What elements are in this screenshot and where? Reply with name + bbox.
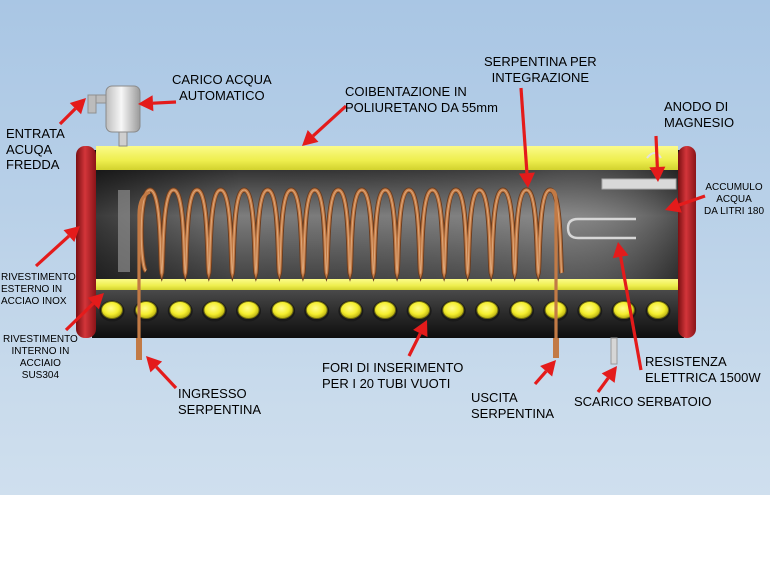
tube-hole (99, 300, 125, 322)
arrow-resistenza (612, 242, 643, 371)
inner-lining-strip (118, 190, 130, 272)
arrow-riv-esterno (34, 226, 80, 268)
left-end-cap (76, 146, 96, 338)
tube-hole (474, 300, 500, 322)
tube-hole (270, 300, 296, 322)
tube-hole (440, 300, 466, 322)
coil-inlet-pipe (136, 338, 142, 360)
tube-hole (304, 300, 330, 322)
arrow-serpentina-integrazione (518, 87, 535, 188)
heating-coil (137, 187, 565, 338)
arrow-riv-interno (64, 293, 104, 332)
inlet-pipe-vertical (87, 94, 97, 114)
arrow-ingresso (146, 356, 178, 390)
magnesium-anode (601, 178, 677, 190)
tube-hole (372, 300, 398, 322)
arrow-accumulo (665, 194, 706, 213)
arrow-carico (138, 95, 177, 112)
callout-arrows (34, 87, 706, 393)
tube-hole (645, 300, 671, 322)
arrow-coibentazione (302, 104, 348, 146)
tube-hole (577, 300, 603, 322)
label-scarico: SCARICO SERBATOIO (574, 394, 712, 409)
tube-hole (167, 300, 193, 322)
tube-hole (509, 300, 534, 322)
electric-resistance (566, 217, 636, 240)
right-end-cap (678, 146, 696, 338)
arrow-anodo (649, 135, 666, 182)
coil-inlet-riser (137, 190, 151, 338)
tube-hole (338, 300, 364, 322)
tube-hole (133, 300, 159, 322)
auto-fill-stem (118, 131, 128, 147)
coil-outlet-pipe (553, 338, 559, 358)
tube-hole (201, 300, 227, 322)
bottom-insulation (96, 279, 678, 290)
drain-pipe (610, 337, 618, 365)
arrow-uscita (533, 360, 556, 386)
tube-hole (236, 300, 261, 322)
top-insulation (96, 146, 678, 170)
tube-hole (406, 300, 432, 322)
coil-outlet-riser (549, 188, 558, 338)
arrow-fori (407, 320, 428, 357)
tube-holes (99, 300, 671, 322)
arrow-entrata (58, 98, 86, 126)
arrow-scarico (596, 366, 617, 393)
auto-fill-cylinder (105, 85, 141, 133)
anode-fitting (646, 152, 662, 159)
solar-tank-diagram (34, 85, 706, 393)
